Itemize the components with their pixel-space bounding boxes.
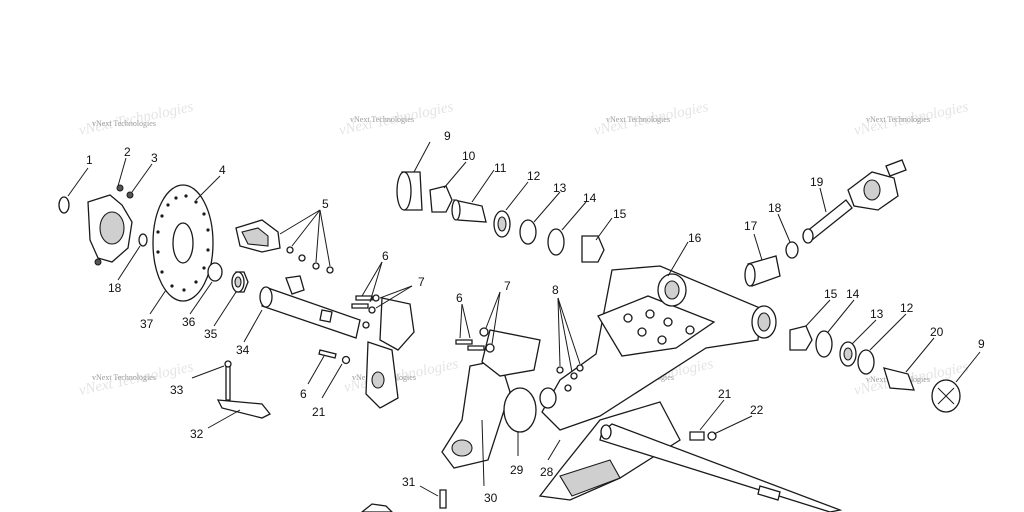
callout-14-right: 14	[846, 287, 860, 301]
callout-30: 30	[484, 491, 498, 505]
watermark: vNext Technologies	[350, 115, 414, 124]
part-33-pin	[224, 360, 232, 401]
callout-11: 11	[494, 161, 507, 175]
watermark: vNext Technologies	[92, 119, 156, 128]
bolts-group-middle	[455, 327, 495, 353]
part-2-stud	[116, 184, 124, 192]
part-21-washer-lower	[341, 355, 351, 365]
part-9-cap	[396, 171, 412, 211]
callout-2: 2	[124, 145, 131, 159]
callout-labels: 1 2 3 4 5 6 7 9 10 11 12 13 14 15 16 17 …	[86, 129, 985, 505]
callout-33: 33	[170, 383, 184, 397]
callout-14: 14	[583, 191, 597, 205]
part-35-bearing	[231, 271, 249, 293]
callout-34: 34	[236, 343, 250, 357]
part-29-ring	[503, 387, 537, 433]
part-16-swing-arm	[541, 265, 777, 431]
callout-13-right: 13	[870, 307, 884, 321]
mount-bracket	[365, 297, 415, 409]
callout-3: 3	[151, 151, 158, 165]
part-28-washer	[539, 387, 557, 409]
callout-18: 18	[768, 201, 782, 215]
part-15-bushing-right	[789, 325, 813, 351]
callout-8: 8	[552, 283, 559, 297]
callout-37: 37	[140, 317, 154, 331]
part-8-bolts	[556, 364, 584, 392]
callout-4: 4	[219, 163, 226, 177]
part-4-brake-disc	[152, 184, 214, 302]
lower-fragment	[360, 503, 393, 512]
part-30-knuckle	[441, 329, 541, 469]
part-17-spacer	[744, 255, 781, 287]
part-1-washer	[58, 196, 70, 214]
bearing-stack-right	[789, 325, 961, 413]
part-12-seal-right	[857, 349, 875, 375]
part-10-nut	[429, 185, 453, 213]
callout-12-right: 12	[900, 301, 914, 315]
part-34-axle-housing	[259, 275, 361, 339]
callout-18-left: 18	[108, 281, 122, 295]
part-21-bolt-right	[689, 431, 705, 441]
callout-6-middle: 6	[456, 291, 463, 305]
hub-stud	[94, 258, 102, 266]
lower-plate	[538, 401, 681, 501]
watermark: vNext Technologies	[866, 115, 930, 124]
callout-21-lower: 21	[312, 405, 326, 419]
callout-29: 29	[510, 463, 524, 477]
callout-35: 35	[204, 327, 218, 341]
part-3-stud	[126, 191, 134, 199]
callout-22: 22	[750, 403, 764, 417]
bolts-group-upper	[351, 294, 380, 329]
callout-15: 15	[613, 207, 627, 221]
part-18-washer-right	[785, 241, 799, 259]
callout-1: 1	[86, 153, 93, 167]
callout-9-right: 9	[978, 337, 985, 351]
part-32-bracket	[216, 399, 272, 419]
callout-7: 7	[418, 275, 425, 289]
callout-13: 13	[553, 181, 567, 195]
part-5-caliper	[235, 219, 334, 274]
callout-36: 36	[182, 315, 196, 329]
callout-16: 16	[688, 231, 702, 245]
part-18-washer	[138, 233, 148, 247]
callout-12: 12	[527, 169, 541, 183]
part-14-ring-right	[815, 330, 833, 358]
leader-lines	[67, 141, 981, 497]
watermark: vNext Technologies	[606, 115, 670, 124]
callout-31: 31	[402, 475, 416, 489]
part-31-pin	[439, 489, 447, 509]
callout-5: 5	[322, 197, 329, 211]
part-15-bushing	[581, 235, 605, 263]
watermark: vNext Technologies	[92, 373, 156, 382]
part-6-bolt-lower	[318, 349, 337, 359]
callout-19: 19	[810, 175, 824, 189]
callout-20: 20	[930, 325, 944, 339]
hub-center	[99, 211, 125, 245]
axle-shaft	[599, 423, 843, 512]
part-36-spacer	[207, 262, 223, 282]
hub-assembly	[58, 184, 148, 266]
part-20-sleeve	[883, 367, 915, 391]
callout-7-middle: 7	[504, 279, 511, 293]
callout-6: 6	[382, 249, 389, 263]
callout-28: 28	[540, 465, 554, 479]
callout-32: 32	[190, 427, 204, 441]
part-19-drive-shaft	[802, 159, 907, 244]
callout-9: 9	[444, 129, 451, 143]
callout-10: 10	[462, 149, 476, 163]
part-14-ring	[547, 228, 565, 256]
bearing-stack-left	[396, 171, 605, 263]
callout-6-lower: 6	[300, 387, 307, 401]
callout-15-right: 15	[824, 287, 838, 301]
part-13-ring	[519, 219, 537, 245]
callout-21-right: 21	[718, 387, 732, 401]
callout-17: 17	[744, 219, 758, 233]
